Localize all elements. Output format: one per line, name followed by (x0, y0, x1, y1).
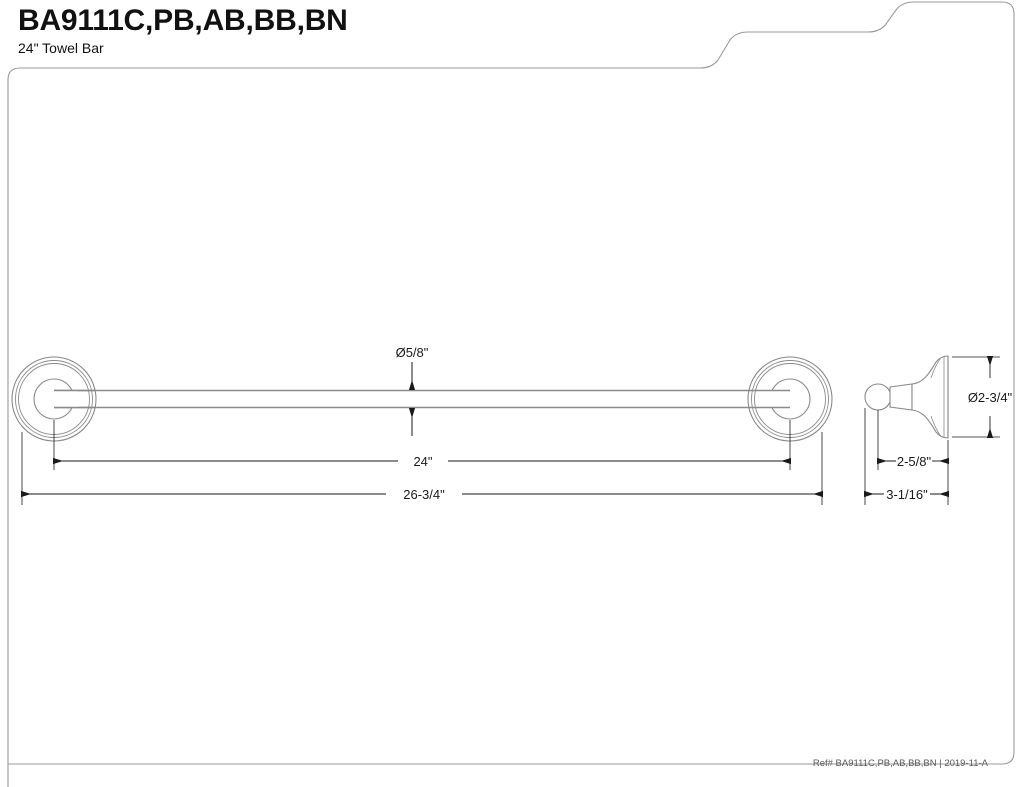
dimension-bar-diameter: Ø5/8" (396, 345, 429, 436)
dimension-flange-projection: 2-5/8" (877, 454, 949, 469)
dimension-overall-length: 26-3/4" (21, 487, 823, 502)
side-view-flange-body (911, 355, 949, 439)
title-block: BA9111C,PB,AB,BB,BN 24" Towel Bar (18, 4, 348, 57)
left-mounting-flange (11, 356, 97, 442)
dimension-label-bar-diameter: Ø5/8" (396, 345, 429, 360)
dimension-label-overall-length: 26-3/4" (403, 487, 445, 502)
dimension-label-overall-projection: 3-1/16" (886, 487, 928, 502)
dimension-label-flange-diameter: Ø2-3/4" (968, 390, 1013, 405)
side-extension-lines (864, 356, 1000, 505)
footer-reference: Ref# BA9111C,PB,AB,BB,BN | 2019-11-A (812, 758, 988, 769)
dimension-bar-length: 24" (53, 454, 791, 469)
dimension-label-bar-length: 24" (413, 454, 432, 469)
page-title: BA9111C,PB,AB,BB,BN (18, 4, 348, 37)
sheet-border-path (7, 1, 1015, 787)
dimension-overall-projection: 3-1/16" (864, 487, 949, 502)
part-description: 24" Towel Bar (18, 40, 104, 56)
dimension-flange-diameter: Ø2-3/4" (968, 356, 1013, 438)
towel-bar-tube (54, 389, 790, 409)
dimension-label-flange-projection: 2-5/8" (897, 454, 932, 469)
